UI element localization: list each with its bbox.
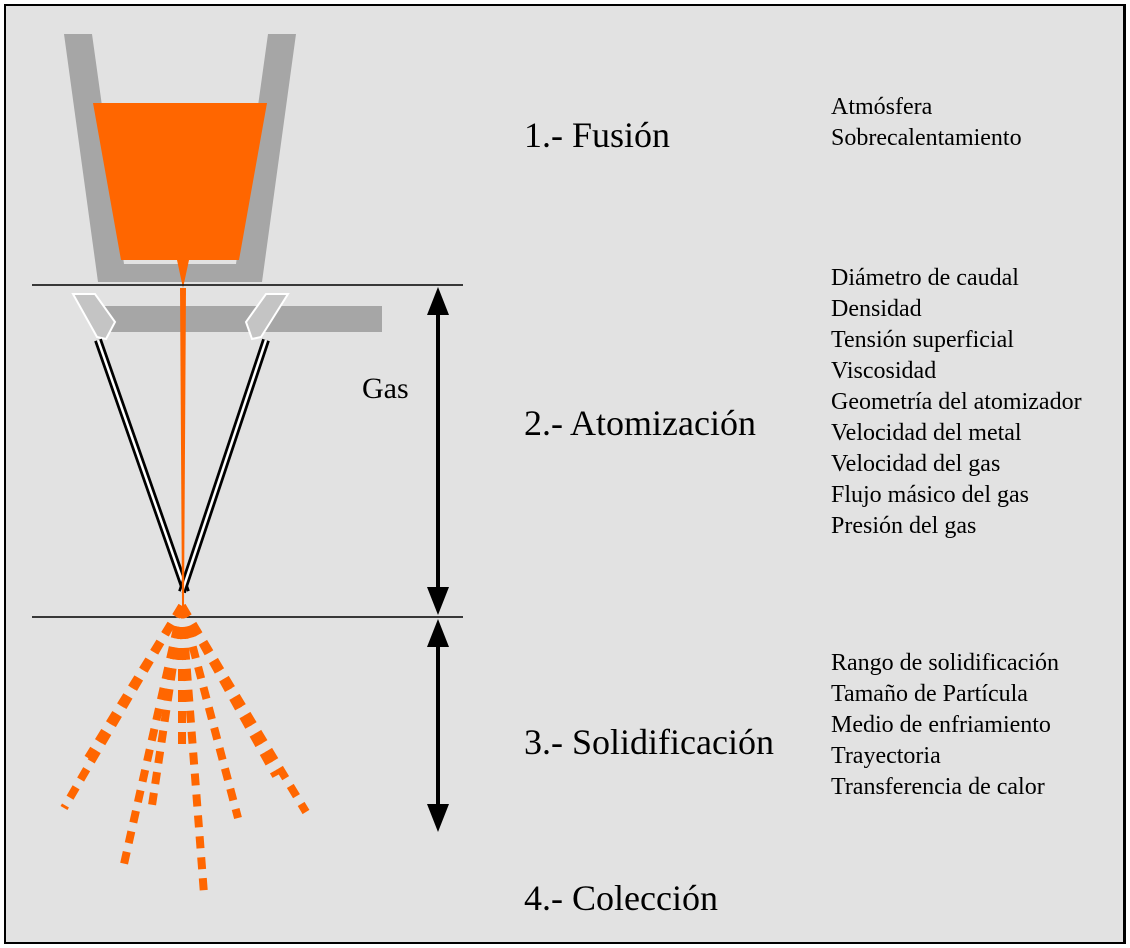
gas-jet-left xyxy=(94,338,190,594)
particle-spray xyxy=(60,603,310,895)
stage-title-atomization: 2.- Atomización xyxy=(524,403,756,443)
param-item: Velocidad del gas xyxy=(831,451,1001,477)
spray-ray xyxy=(178,603,310,815)
param-item: Densidad xyxy=(831,296,922,322)
stage-title-solidification: 3.- Solidificación xyxy=(524,722,774,762)
stage-title-fusion: 1.- Fusión xyxy=(524,115,671,155)
param-item: Velocidad del metal xyxy=(831,420,1022,446)
param-item: Rango de solidificación xyxy=(831,650,1059,676)
param-item: Transferencia de calor xyxy=(831,774,1045,800)
spray-ray xyxy=(147,605,186,813)
param-item: Sobrecalentamiento xyxy=(831,125,1022,151)
gas-nozzle-right xyxy=(244,293,290,341)
atomization-diagram xyxy=(32,34,463,895)
param-list-atomization: Diámetro de caudal Densidad Tensión supe… xyxy=(831,263,1082,542)
diagram-frame: Gas 1.- Fusión Atmósfera Sobrecalentamie… xyxy=(4,4,1126,944)
gas-jet-right xyxy=(178,338,270,594)
spray-ray xyxy=(120,605,186,865)
param-item: Presión del gas xyxy=(831,513,977,539)
molten-metal xyxy=(93,103,267,288)
spray-ray xyxy=(84,603,186,761)
param-item: Flujo másico del gas xyxy=(831,482,1029,508)
gas-label: Gas xyxy=(362,372,409,405)
param-item: Tensión superficial xyxy=(831,327,1014,353)
stage-title-collection: 4.- Colección xyxy=(524,878,718,918)
crucible xyxy=(64,34,296,282)
param-item: Viscosidad xyxy=(831,358,937,384)
param-item: Medio de enfriamiento xyxy=(831,712,1051,738)
metal-stream xyxy=(180,288,186,606)
spray-ray xyxy=(178,605,208,895)
spray-ray xyxy=(178,604,242,820)
param-list-solidification: Rango de solidificación Tamaño de Partíc… xyxy=(831,648,1059,803)
param-item: Atmósfera xyxy=(831,94,933,120)
param-item: Trayectoria xyxy=(831,743,941,769)
param-item: Geometría del atomizador xyxy=(831,389,1082,415)
solidification-arrow xyxy=(427,619,449,832)
param-list-fusion: Atmósfera Sobrecalentamiento xyxy=(831,92,1022,154)
atomizer-plate xyxy=(102,306,382,332)
param-item: Tamaño de Partícula xyxy=(831,681,1028,707)
gas-nozzle-left xyxy=(71,293,117,341)
gas-arrow xyxy=(427,287,449,615)
param-item: Diámetro de caudal xyxy=(831,265,1019,291)
